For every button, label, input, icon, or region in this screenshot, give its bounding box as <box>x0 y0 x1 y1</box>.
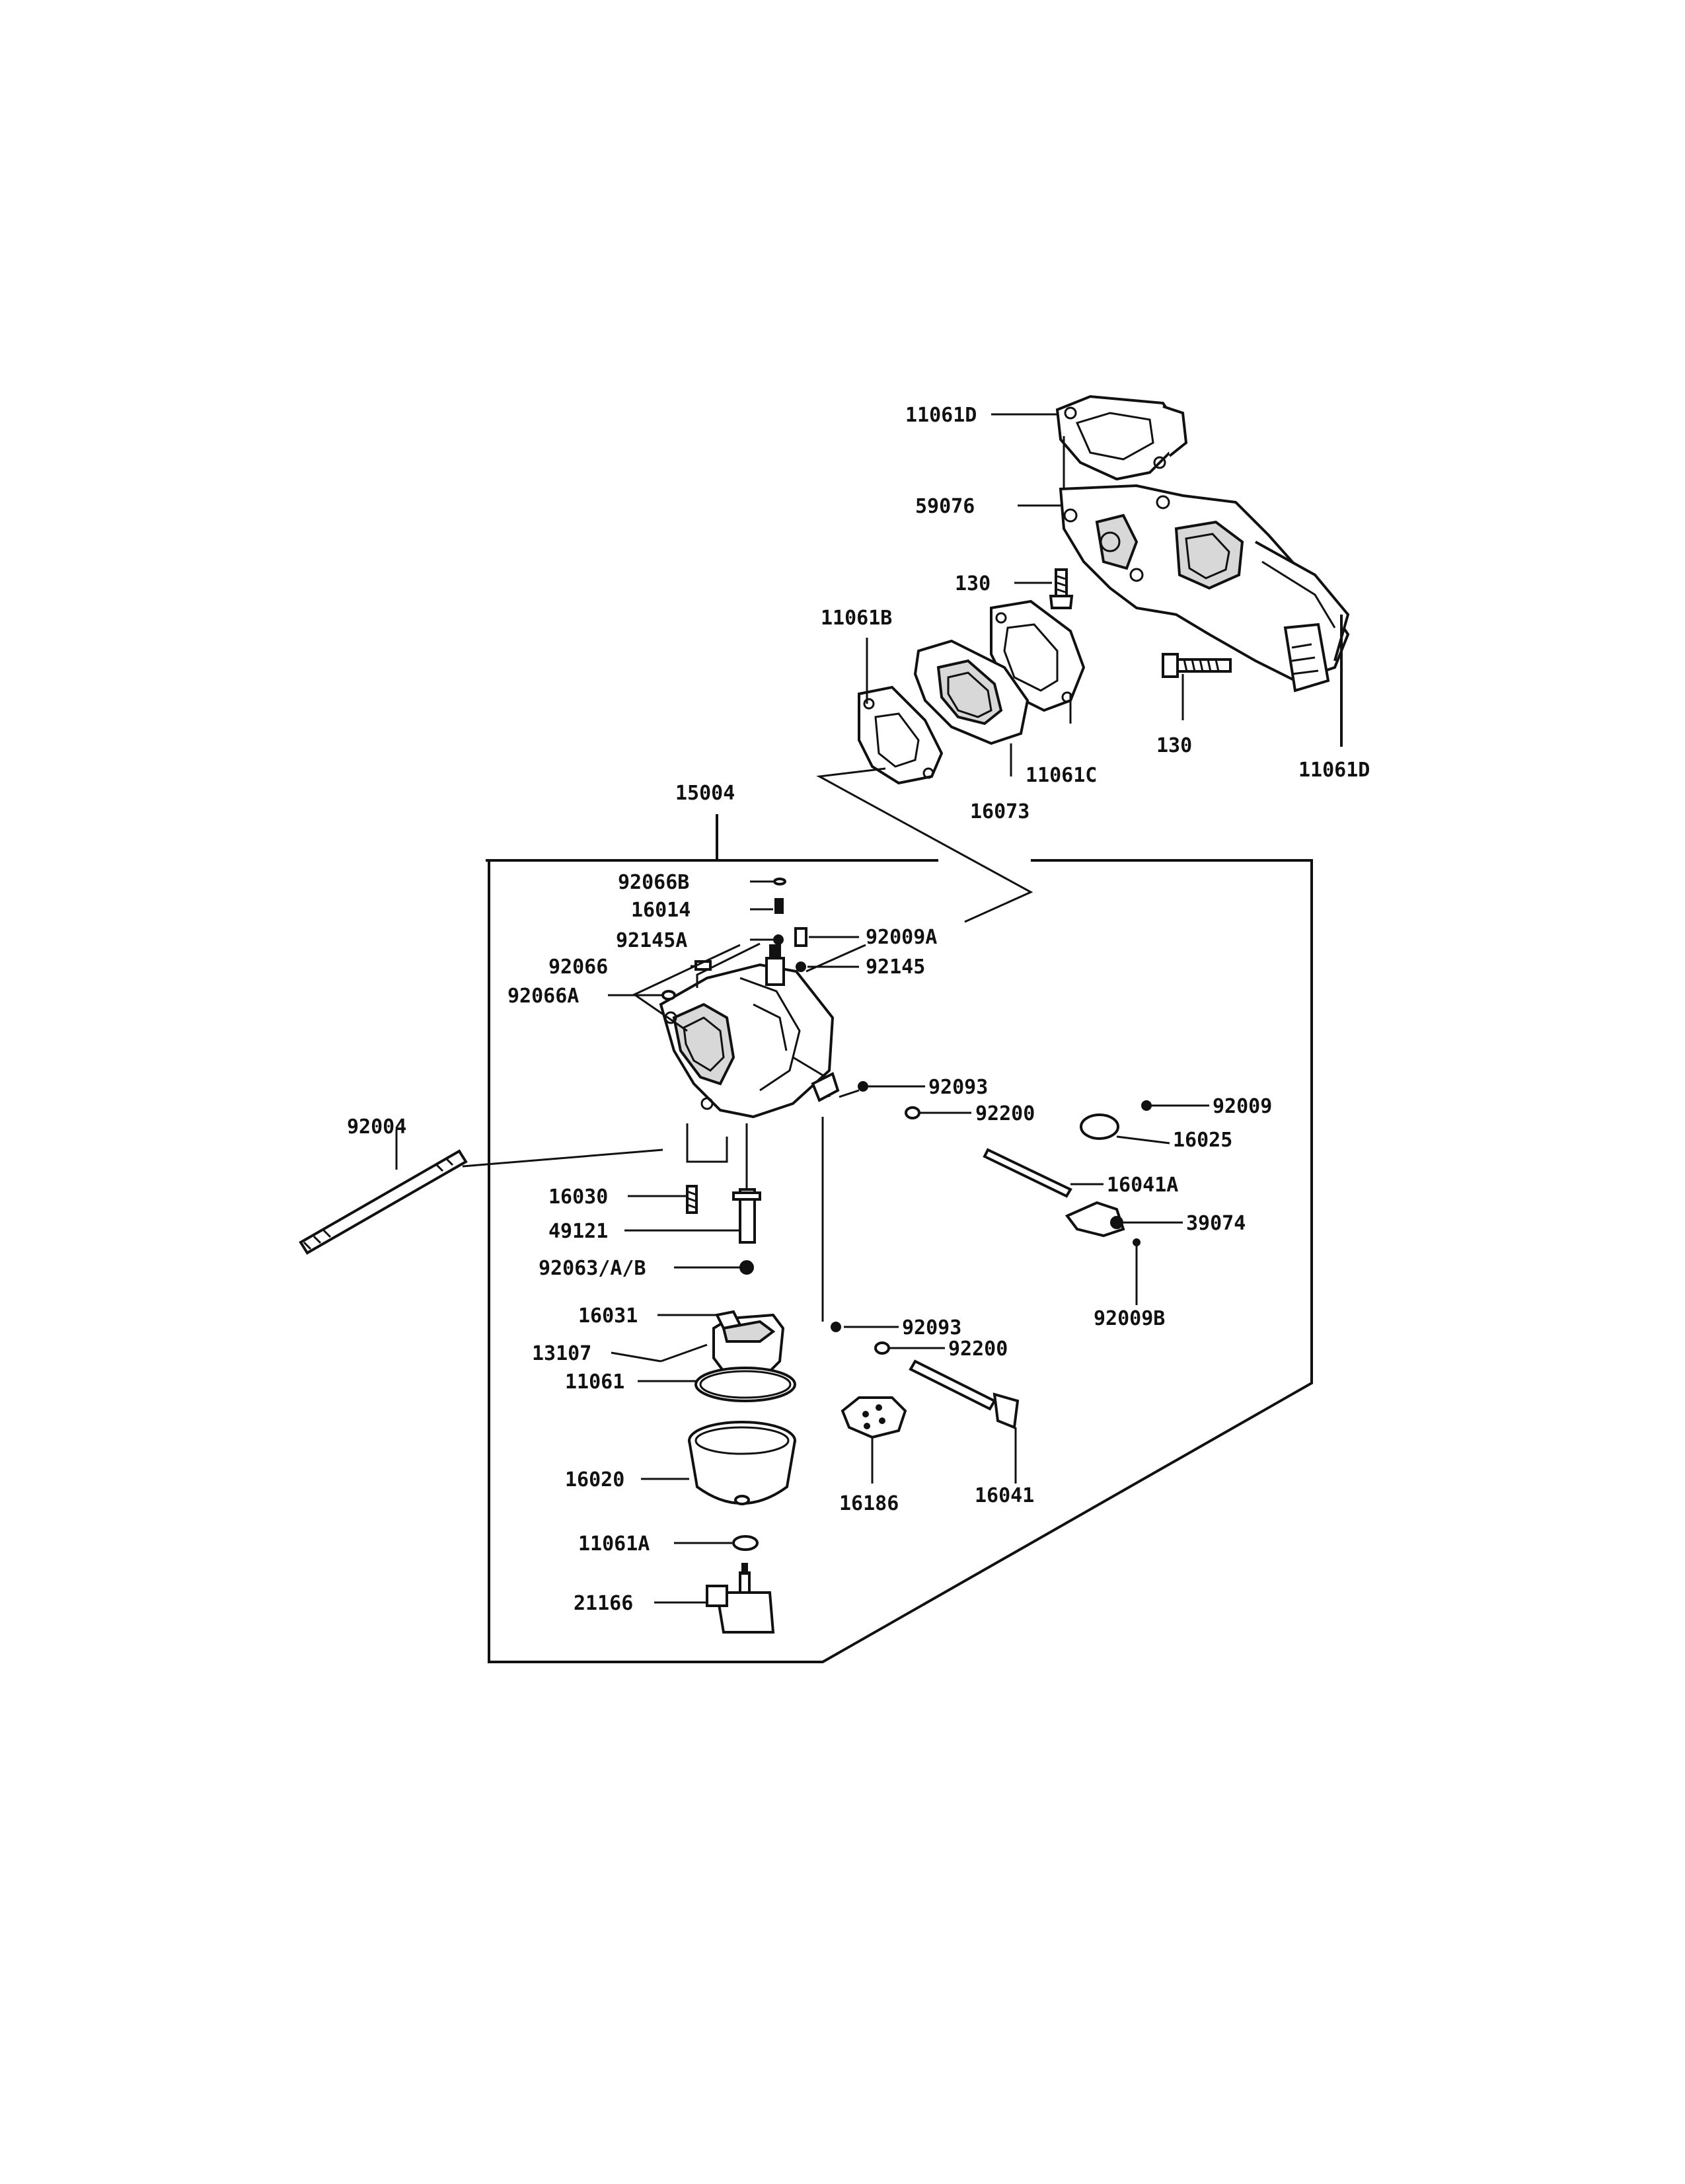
plug-92066a <box>661 990 676 1000</box>
shaft-92004 <box>299 1149 468 1255</box>
label-92093-top: 92093 <box>928 1076 988 1099</box>
screw-92009a <box>794 927 807 947</box>
label-130-right: 130 <box>1156 734 1192 757</box>
label-92066a: 92066A <box>507 985 579 1008</box>
label-130-left: 130 <box>955 572 991 595</box>
jet-parts <box>686 1185 761 1275</box>
label-92200-bot: 92200 <box>948 1337 1008 1361</box>
bowl-16020 <box>688 1421 796 1505</box>
float-assembly <box>660 1310 785 1373</box>
intake-manifold-59076 <box>1059 484 1350 693</box>
label-16020: 16020 <box>565 1468 624 1491</box>
label-16031: 16031 <box>578 1304 638 1328</box>
gasket-11061d-top <box>1055 395 1188 481</box>
label-92066b: 92066B <box>618 871 689 894</box>
carburetor-body <box>659 944 840 1119</box>
label-15004: 15004 <box>675 782 735 805</box>
label-16073: 16073 <box>970 800 1030 823</box>
insulator-16073 <box>913 639 1030 745</box>
label-16041a: 16041A <box>1107 1174 1178 1197</box>
label-16186: 16186 <box>839 1492 899 1515</box>
label-92063: 92063/A/B <box>539 1257 646 1280</box>
label-92066: 92066 <box>548 956 608 979</box>
label-92009: 92009 <box>1213 1095 1272 1118</box>
bolt-130-right <box>1162 653 1232 678</box>
label-11061d-top: 11061D <box>905 404 977 427</box>
label-92145: 92145 <box>866 956 925 979</box>
oring-11061 <box>694 1367 796 1402</box>
jet-92063 <box>739 1260 754 1275</box>
screw-16014 <box>774 898 784 914</box>
label-16014: 16014 <box>631 899 691 922</box>
washer-11061a <box>732 1535 759 1551</box>
label-16030: 16030 <box>548 1186 608 1209</box>
label-11061c: 11061C <box>1026 764 1097 787</box>
oring-92145 <box>796 961 806 972</box>
gasket-11061b <box>858 685 944 785</box>
label-92200-top: 92200 <box>975 1102 1035 1125</box>
label-39074: 39074 <box>1186 1212 1246 1235</box>
label-11061: 11061 <box>565 1371 624 1394</box>
label-49121: 49121 <box>548 1220 608 1243</box>
washer-92200-top <box>905 1106 920 1119</box>
label-13107: 13107 <box>532 1342 591 1365</box>
label-92009b: 92009B <box>1094 1307 1165 1330</box>
part-labels: 11061D 59076 130 11061B 11061C 16073 130… <box>347 404 1370 1615</box>
label-21166: 21166 <box>574 1592 633 1615</box>
label-92009a: 92009A <box>866 926 937 949</box>
label-11061a: 11061A <box>578 1532 650 1556</box>
throttle-assembly <box>983 1100 1152 1246</box>
label-92145a: 92145A <box>616 929 687 952</box>
bolt-130-left <box>1049 568 1074 609</box>
oring-92145a <box>773 934 784 945</box>
choke-assembly <box>831 1322 1020 1439</box>
label-92093-bot: 92093 <box>902 1316 961 1339</box>
label-92004: 92004 <box>347 1115 406 1139</box>
plug-92066b <box>773 878 786 885</box>
leader-lines <box>395 413 1209 1604</box>
assembly-boundary <box>486 814 1313 1663</box>
alignment-line <box>816 767 1033 923</box>
label-16041: 16041 <box>975 1484 1034 1507</box>
label-11061b: 11061B <box>821 607 892 630</box>
label-59076: 59076 <box>915 495 975 518</box>
seal-92093-top <box>858 1081 868 1092</box>
label-11061d-right: 11061D <box>1298 759 1370 782</box>
solenoid-21166 <box>706 1563 775 1634</box>
label-16025: 16025 <box>1173 1129 1232 1152</box>
